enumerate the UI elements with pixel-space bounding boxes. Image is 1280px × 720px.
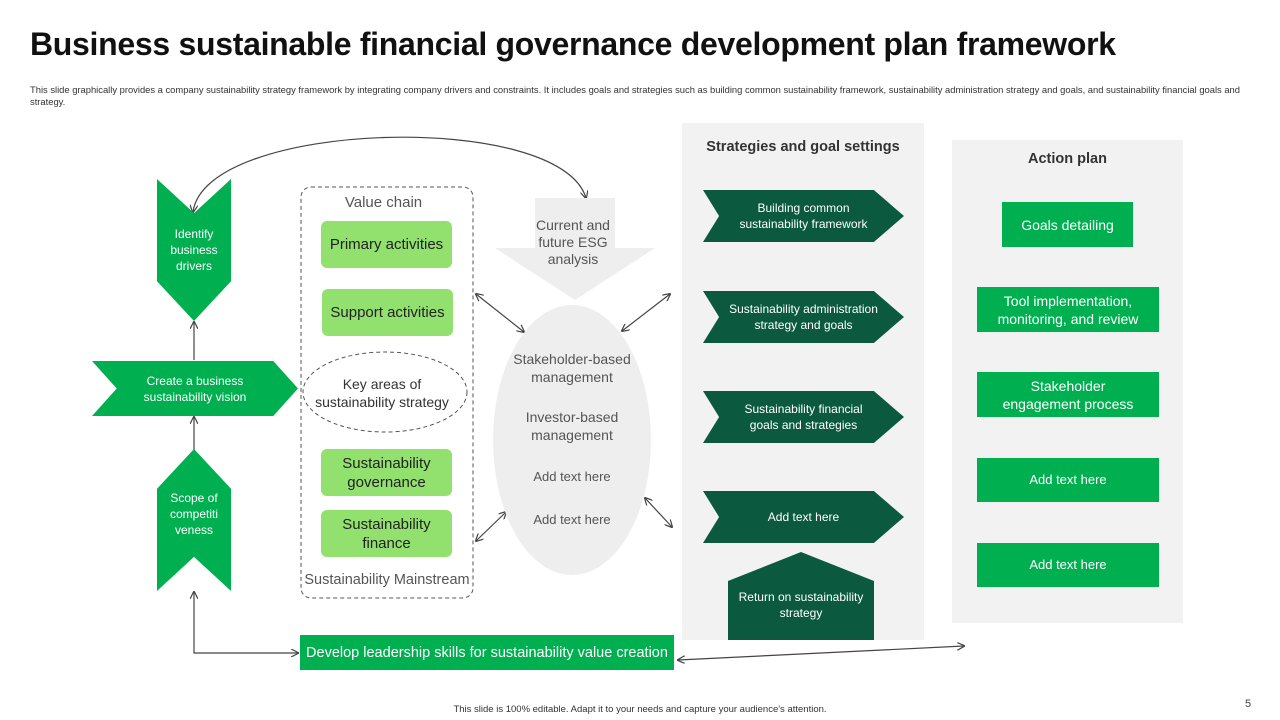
strategy-item-1-label: Building common sustainability framework bbox=[739, 201, 868, 231]
action-item-5: Add text here bbox=[977, 543, 1159, 587]
primary-activities-label: Primary activities bbox=[329, 236, 444, 253]
arrow-diag-1 bbox=[476, 294, 524, 332]
governance-label: Sustainability governance bbox=[342, 454, 431, 491]
action-item-4: Add text here bbox=[977, 458, 1159, 502]
action-plan-title: Action plan bbox=[1028, 151, 1107, 167]
stakeholder-label: Stakeholder-based management bbox=[513, 351, 631, 385]
action-item-3: Stakeholder engagement process bbox=[977, 372, 1159, 417]
footer-note: This slide is 100% editable. Adapt it to… bbox=[453, 704, 827, 715]
strategy-item-2-label: Sustainability administration strategy a… bbox=[729, 302, 878, 332]
primary-activities-box: Primary activities bbox=[321, 221, 452, 268]
action-item-5-label: Add text here bbox=[1029, 557, 1107, 572]
return-label: Return on sustainability strategy bbox=[738, 590, 864, 620]
investor-label: Investor-based management bbox=[525, 409, 619, 443]
leadership-box: Develop leadership skills for sustainabi… bbox=[300, 635, 674, 670]
support-activities-box: Support activities bbox=[322, 289, 453, 336]
action-item-4-label: Add text here bbox=[1029, 472, 1107, 487]
strategy-item-4: Add text here bbox=[703, 491, 904, 543]
action-item-3-label: Stakeholder engagement process bbox=[1002, 377, 1134, 412]
scope-label: Scope of competiti veness bbox=[169, 491, 219, 537]
page-number: 5 bbox=[1245, 698, 1252, 710]
action-item-1: Goals detailing bbox=[1002, 202, 1133, 247]
leadership-label: Develop leadership skills for sustainabi… bbox=[306, 644, 668, 661]
analysis-ellipse bbox=[493, 305, 651, 575]
vision-shape: Create a business sustainability vision bbox=[92, 361, 298, 416]
value-chain-title: Value chain bbox=[344, 194, 423, 211]
strategy-item-3-label: Sustainability financial goals and strat… bbox=[744, 402, 863, 432]
analysis-add-text-2: Add text here bbox=[533, 512, 611, 527]
analysis-add-text-1: Add text here bbox=[533, 469, 611, 484]
slide-description: This slide graphically provides a compan… bbox=[30, 84, 1240, 107]
action-item-2: Tool implementation, monitoring, and rev… bbox=[977, 287, 1159, 332]
action-item-1-label: Goals detailing bbox=[1021, 216, 1114, 233]
page-title: Business sustainable financial governanc… bbox=[30, 26, 1116, 62]
value-chain-footer: Sustainability Mainstream bbox=[304, 572, 470, 588]
key-areas-label: Key areas of sustainability strategy bbox=[315, 376, 449, 410]
curved-arrow-top bbox=[193, 136, 586, 212]
action-item-2-label: Tool implementation, monitoring, and rev… bbox=[997, 292, 1139, 327]
strategy-item-3: Sustainability financial goals and strat… bbox=[703, 391, 904, 443]
strategies-title: Strategies and goal settings bbox=[706, 139, 900, 155]
arrow-diag-4 bbox=[645, 498, 672, 527]
arrow-scope-to-leadership bbox=[194, 592, 298, 653]
arrow-diag-2 bbox=[622, 294, 670, 331]
key-areas-ellipse bbox=[302, 351, 468, 433]
identify-drivers-label: Identify business drivers bbox=[170, 227, 218, 273]
strategy-item-4-label: Add text here bbox=[767, 510, 840, 524]
esg-analysis-label: Current and future ESG analysis bbox=[536, 217, 610, 267]
support-activities-label: Support activities bbox=[330, 304, 445, 321]
strategy-item-1: Building common sustainability framework bbox=[703, 190, 904, 242]
esg-arrow-shape bbox=[495, 198, 655, 300]
arrow-leadership-to-action bbox=[678, 646, 964, 660]
finance-label: Sustainability finance bbox=[342, 515, 431, 552]
strategy-item-2: Sustainability administration strategy a… bbox=[703, 291, 904, 343]
finance-box: Sustainability finance bbox=[321, 510, 452, 557]
arrow-diag-3 bbox=[476, 512, 506, 541]
governance-box: Sustainability governance bbox=[321, 449, 452, 496]
vision-label: Create a business sustainability vision bbox=[143, 373, 247, 404]
